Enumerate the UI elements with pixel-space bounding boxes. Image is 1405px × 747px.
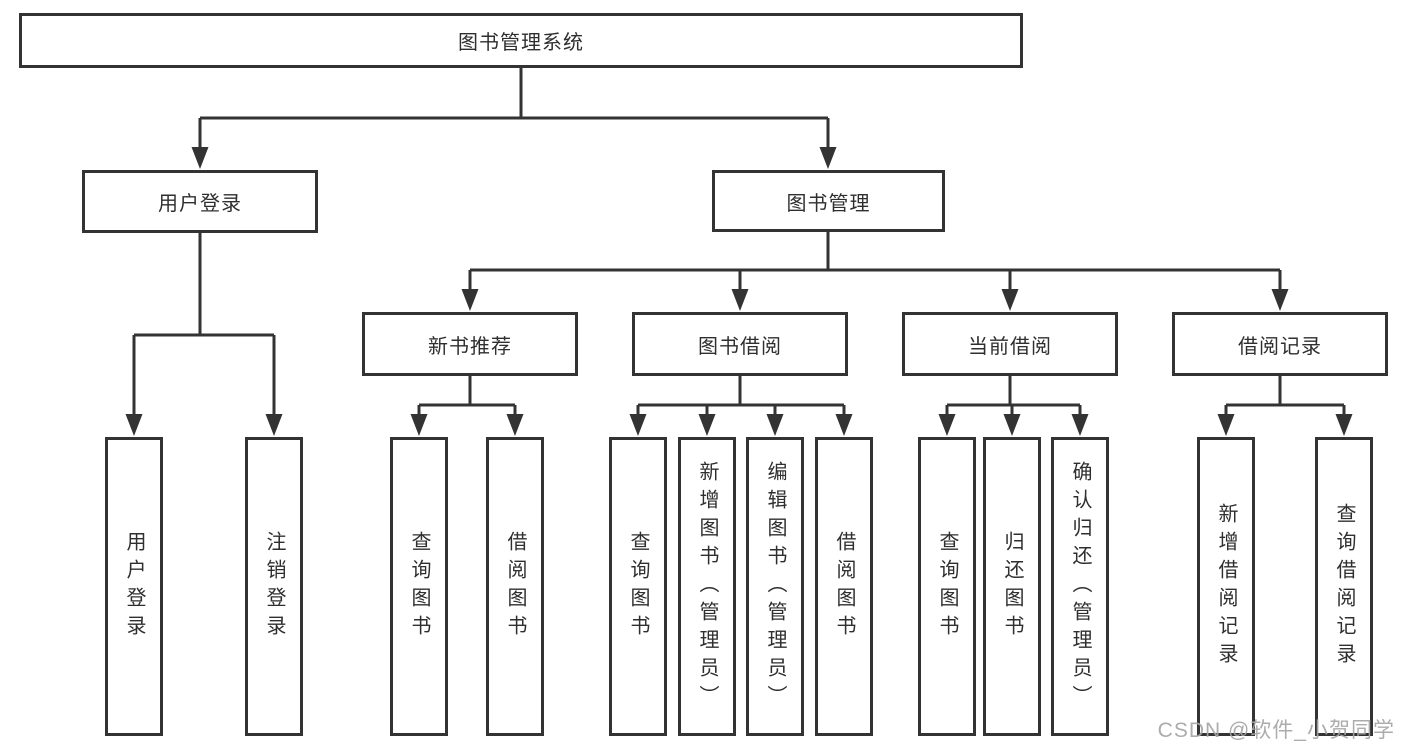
node-library-management-system: 图书管理系统 <box>19 13 1023 68</box>
node-label: 新书推荐 <box>428 335 512 358</box>
leaf-query-books-current: 查询图书 <box>918 437 976 736</box>
node-label: 图书借阅 <box>698 335 782 358</box>
leaf-logout: 注销登录 <box>245 437 303 736</box>
node-label: 用户登录 <box>158 193 242 215</box>
leaf-query-books-newbook: 查询图书 <box>390 437 448 736</box>
leaf-edit-book-admin: 编辑图书（管理员） <box>746 437 804 736</box>
node-book-borrowing: 图书借阅 <box>632 312 848 376</box>
node-current-borrowing: 当前借阅 <box>902 312 1118 376</box>
leaf-return-book: 归还图书 <box>983 437 1041 736</box>
node-label: 图书管理 <box>786 192 871 215</box>
node-label: 借阅图书 <box>504 530 526 643</box>
node-label: 编辑图书（管理员） <box>764 460 786 713</box>
node-new-book-recommendation: 新书推荐 <box>362 312 578 376</box>
node-label: 借阅图书 <box>833 530 855 643</box>
leaf-add-book-admin: 新增图书（管理员） <box>678 437 736 736</box>
leaf-query-borrow-record: 查询借阅记录 <box>1315 437 1373 736</box>
node-label: 查询图书 <box>627 530 649 643</box>
node-label: 查询图书 <box>936 530 958 643</box>
node-borrowing-records: 借阅记录 <box>1172 312 1388 376</box>
node-label: 查询借阅记录 <box>1333 502 1355 671</box>
node-label: 当前借阅 <box>968 335 1052 358</box>
watermark: CSDN @软件_小贺同学 <box>1157 719 1395 742</box>
node-user-login: 用户登录 <box>82 170 318 233</box>
leaf-confirm-return-admin: 确认归还（管理员） <box>1051 437 1109 736</box>
leaf-query-books-borrow: 查询图书 <box>609 437 667 736</box>
node-label: 归还图书 <box>1001 530 1023 643</box>
node-label: 查询图书 <box>408 530 430 643</box>
leaf-borrow-books-borrow: 借阅图书 <box>815 437 873 736</box>
leaf-user-login: 用户登录 <box>105 437 163 736</box>
node-label: 新增借阅记录 <box>1215 502 1237 671</box>
leaf-borrow-books-newbook: 借阅图书 <box>486 437 544 736</box>
node-book-management: 图书管理 <box>712 170 945 232</box>
node-label: 借阅记录 <box>1238 335 1322 358</box>
node-label: 注销登录 <box>263 530 285 643</box>
node-label: 用户登录 <box>123 530 145 643</box>
node-label: 确认归还（管理员） <box>1069 460 1091 713</box>
node-label: 图书管理系统 <box>458 32 584 54</box>
leaf-add-borrow-record: 新增借阅记录 <box>1197 437 1255 736</box>
node-label: 新增图书（管理员） <box>696 460 718 713</box>
